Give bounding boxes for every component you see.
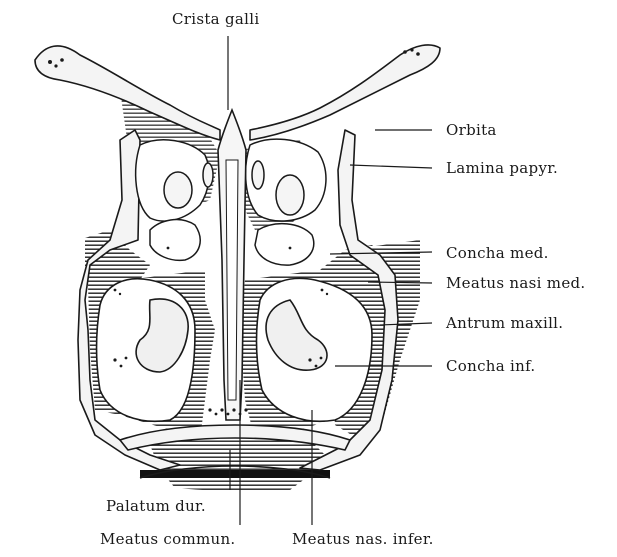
label-orbita: Orbita: [446, 121, 497, 139]
right-orbital-roof: [250, 45, 440, 140]
label-crista-galli: Crista galli: [172, 10, 259, 28]
leader-lamina-papyr: [350, 165, 432, 168]
label-concha-inf: Concha inf.: [446, 357, 535, 375]
nasal-septum: [218, 110, 246, 420]
right-middle-concha: [255, 224, 314, 265]
label-antrum-maxill: Antrum maxill.: [446, 314, 563, 332]
label-meatus-nas-infer: Meatus nas. infer.: [292, 530, 434, 548]
label-concha-med: Concha med.: [446, 244, 549, 262]
label-palatum-dur: Palatum dur.: [106, 497, 206, 515]
label-meatus-commun: Meatus commun.: [100, 530, 236, 548]
label-meatus-nasi-med: Meatus nasi med.: [446, 274, 585, 292]
left-middle-concha: [150, 220, 200, 261]
label-lamina-papyr: Lamina papyr.: [446, 159, 558, 177]
